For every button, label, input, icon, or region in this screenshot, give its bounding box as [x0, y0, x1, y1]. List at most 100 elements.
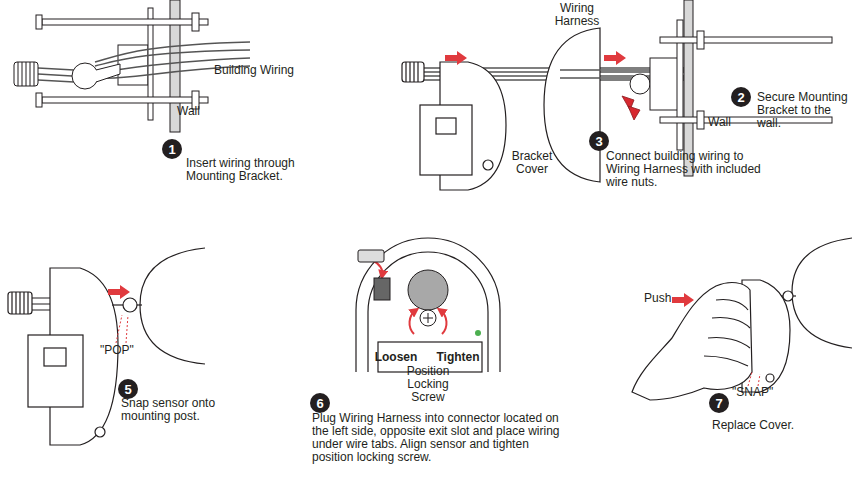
mounting-post — [783, 291, 793, 301]
mounting-screw — [192, 13, 199, 31]
sound-cue: "SNAP" — [732, 386, 782, 399]
sensor-body — [766, 374, 774, 382]
action-label: Push — [644, 292, 678, 305]
callout-number: 5 — [118, 379, 138, 399]
sensor-top-view — [356, 238, 500, 372]
instruction-text: Snap sensor onto mounting post. — [121, 397, 229, 423]
mounting-screw — [42, 97, 208, 103]
hand — [712, 317, 750, 328]
bracket-cover — [140, 248, 205, 364]
harness-connector — [630, 74, 650, 94]
sensor-body — [420, 105, 472, 175]
sensor-body — [95, 427, 105, 437]
part-label: Wiring Harness — [548, 2, 606, 28]
badge-circle — [589, 131, 609, 151]
harness-connector — [630, 74, 650, 94]
part-label: Building Wiring — [214, 64, 314, 77]
part-label: Wall — [177, 105, 217, 118]
mounting-screw — [42, 19, 208, 25]
snap-indicator — [116, 315, 128, 343]
bracket-cover — [792, 238, 852, 348]
sensor-top-view — [356, 238, 500, 372]
sensor-body — [402, 62, 424, 82]
wire-nut — [622, 96, 640, 120]
harness-plug — [358, 250, 384, 262]
mounting-screw — [36, 93, 42, 107]
badge-circle — [118, 379, 138, 399]
harness-connector — [96, 64, 120, 82]
badge-circle — [709, 393, 729, 413]
rotation-arrow — [440, 310, 447, 334]
step-badge: 1 — [162, 139, 182, 159]
direction-arrow — [604, 51, 626, 65]
instruction-text: Insert wiring through Mounting Bracket. — [186, 157, 318, 183]
hand — [716, 299, 748, 310]
harness-connector — [18, 62, 34, 86]
bracket-cover — [544, 28, 600, 182]
callout-number: 7 — [709, 393, 729, 413]
sensor-body — [436, 118, 456, 134]
mounting-screw — [697, 31, 704, 49]
harness-socket — [374, 278, 390, 300]
bracket-cover — [140, 248, 205, 364]
wire-nut — [628, 106, 640, 120]
step-badge: 3 — [589, 131, 609, 151]
rotation-arrow — [409, 310, 416, 334]
locking-screw — [420, 310, 436, 326]
step-badge: 6 — [310, 393, 330, 413]
instruction-text: Secure Mounting Bracket to the wall. — [757, 91, 856, 130]
mounting-screw — [36, 13, 208, 109]
sensor-lens — [408, 270, 448, 310]
step-badge: 2 — [731, 87, 751, 107]
hand — [704, 356, 748, 366]
mounting-screw — [660, 117, 832, 123]
snap-indicator — [126, 315, 128, 343]
harness-plug — [358, 250, 384, 262]
snap-indicator — [748, 372, 752, 386]
junction-box — [650, 58, 678, 110]
bracket-cover — [544, 28, 600, 182]
harness-connector — [14, 62, 120, 89]
sensor-body — [32, 298, 50, 310]
step-badge: 7 — [709, 393, 729, 413]
locking-screw — [420, 310, 436, 326]
hand — [632, 283, 752, 400]
direction-arrow — [672, 293, 694, 307]
direction-label: Loosen — [372, 351, 420, 364]
snap-indicator — [758, 374, 760, 386]
hand — [632, 283, 752, 400]
sensor-top-view — [368, 252, 488, 372]
direction-arrow — [672, 293, 694, 307]
sensor-body — [8, 292, 32, 314]
sensor-body — [12, 292, 28, 314]
sensor-body — [28, 335, 83, 407]
mounting-screw — [36, 15, 42, 29]
instruction-text: Connect building wiring to Wiring Harnes… — [606, 150, 778, 189]
building-wiring — [38, 74, 72, 76]
snap-indicator — [116, 315, 122, 343]
mounting-screw — [697, 111, 704, 129]
sensor-body — [44, 348, 66, 366]
direction-arrow — [108, 285, 130, 299]
status-led — [475, 330, 481, 336]
direction-arrow — [445, 51, 467, 65]
part-label: Position Locking Screw — [396, 365, 460, 404]
mounting-post — [112, 298, 142, 312]
part-label: Bracket Cover — [502, 150, 562, 176]
locking-screw — [423, 313, 433, 323]
building-wiring — [38, 68, 74, 70]
callout-number: 1 — [162, 139, 182, 159]
badge-circle — [731, 87, 751, 107]
sensor-lens — [408, 270, 448, 310]
callout-number: 3 — [589, 131, 609, 151]
direction-arrow — [445, 51, 626, 65]
status-led — [475, 330, 481, 336]
sensor-body — [402, 62, 506, 190]
junction-box — [118, 45, 148, 85]
callout-number: 6 — [310, 393, 330, 413]
part-label: Wall — [708, 116, 748, 129]
hand — [708, 337, 750, 348]
building-wiring — [38, 80, 74, 82]
rotation-arrow — [372, 260, 447, 334]
harness-connector — [72, 63, 98, 89]
